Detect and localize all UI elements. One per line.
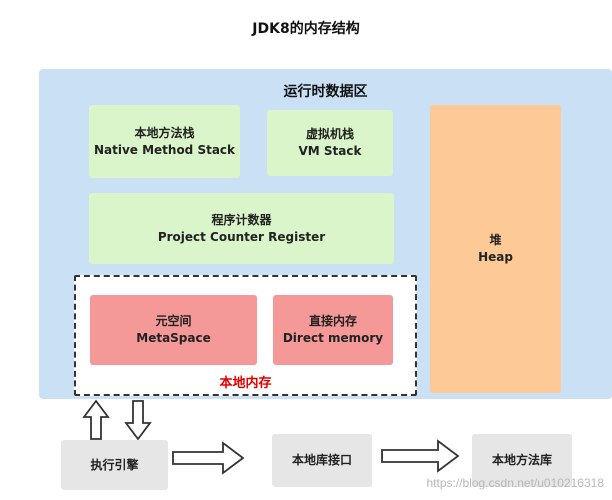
direct-memory-box: 直接内存 Direct memory bbox=[273, 295, 393, 365]
metaspace-cn: 元空间 bbox=[155, 314, 192, 328]
vm-stack-cn: 虚拟机栈 bbox=[305, 127, 354, 141]
native-interface-label: 本地库接口 bbox=[291, 453, 352, 467]
down-arrow bbox=[124, 400, 152, 441]
native-method-stack-en: Native Method Stack bbox=[93, 142, 236, 157]
right-arrow-2 bbox=[381, 439, 460, 473]
runtime-data-area-title: 运行时数据区 bbox=[283, 84, 368, 100]
execution-engine-box: 执行引擎 bbox=[61, 440, 168, 490]
native-memory-label: 本地内存 bbox=[219, 376, 272, 391]
up-down-arrows bbox=[82, 399, 152, 441]
up-arrow bbox=[82, 399, 110, 440]
diagram-title: JDK8的内存结构 bbox=[252, 21, 360, 37]
right-arrow-1 bbox=[172, 441, 245, 475]
native-library-label: 本地方法库 bbox=[491, 453, 552, 467]
heap-en: Heap bbox=[478, 250, 513, 264]
native-method-stack-cn: 本地方法栈 bbox=[134, 125, 195, 140]
vm-stack-box: 虚拟机栈 VM Stack bbox=[267, 110, 393, 176]
heap-box: 堆 Heap bbox=[430, 105, 561, 393]
direct-memory-cn: 直接内存 bbox=[308, 314, 357, 328]
pc-register-box: 程序计数器 Project Counter Register bbox=[89, 193, 394, 264]
native-method-stack-box: 本地方法栈 Native Method Stack bbox=[89, 105, 240, 178]
watermark-text: https://blog.csdn.net/u010216318 bbox=[426, 476, 604, 490]
metaspace-box: 元空间 MetaSpace bbox=[90, 295, 257, 365]
vm-stack-en: VM Stack bbox=[298, 144, 362, 158]
native-library-box: 本地方法库 bbox=[472, 434, 572, 487]
execution-engine-label: 执行引擎 bbox=[90, 457, 139, 472]
pc-register-cn: 程序计数器 bbox=[211, 212, 272, 227]
metaspace-en: MetaSpace bbox=[136, 331, 211, 345]
direct-memory-en: Direct memory bbox=[282, 331, 384, 345]
pc-register-en: Project Counter Register bbox=[157, 229, 326, 244]
native-interface-box: 本地库接口 bbox=[272, 434, 372, 487]
heap-cn: 堆 bbox=[489, 233, 502, 247]
